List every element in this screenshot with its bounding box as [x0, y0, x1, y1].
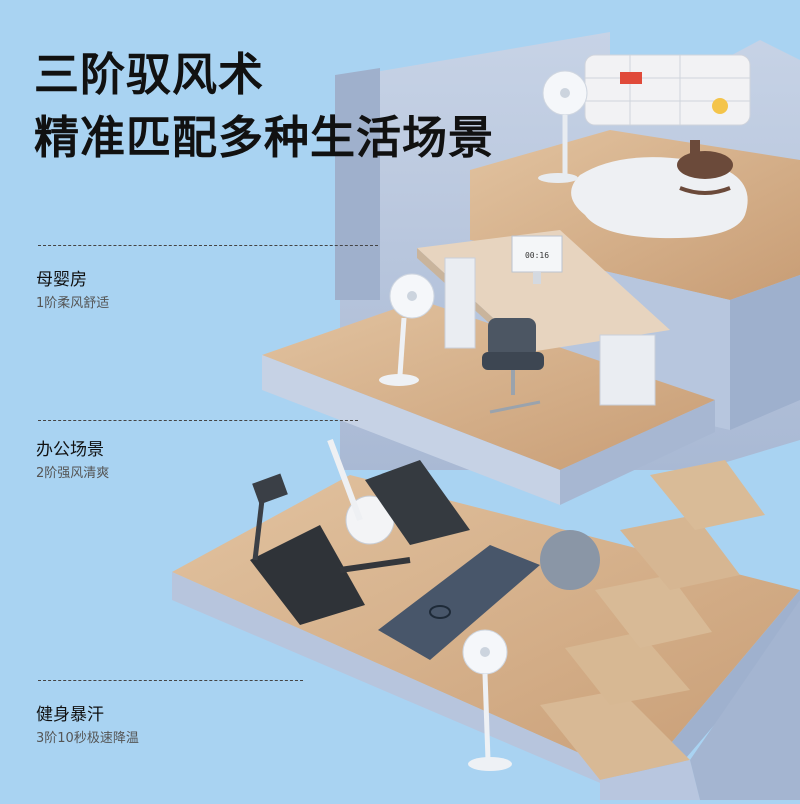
scene-title-nursery: 母婴房	[36, 270, 87, 290]
scene-desc-nursery: 1阶柔风舒适	[36, 296, 110, 311]
fan-nursery	[538, 70, 588, 183]
exercise-ball	[540, 530, 600, 590]
scene-title-gym: 健身暴汗	[36, 705, 104, 725]
shelf-unit	[584, 54, 751, 126]
treadmill	[250, 473, 365, 625]
headline-line-1: 三阶驭风术	[34, 48, 265, 101]
fan-gym	[462, 629, 512, 771]
staircase	[540, 460, 800, 800]
divider-3	[38, 680, 303, 681]
yoga-mat	[378, 545, 540, 660]
fan-office	[379, 273, 435, 386]
headline-line-2: 精准匹配多种生活场景	[34, 111, 495, 164]
scene-desc-gym: 3阶10秒极速降温	[36, 731, 139, 746]
divider-1	[38, 245, 378, 246]
scene-title-office: 办公场景	[36, 440, 104, 460]
rocking-horse-toy	[677, 140, 733, 195]
office-chair	[482, 318, 544, 414]
monitor: 00:16	[511, 235, 563, 284]
scene-desc-office: 2阶强风清爽	[36, 466, 110, 481]
divider-2	[38, 420, 358, 421]
monitor-time: 00:16	[525, 251, 549, 260]
exercise-bike	[327, 438, 411, 573]
treadmill-back	[365, 460, 470, 545]
